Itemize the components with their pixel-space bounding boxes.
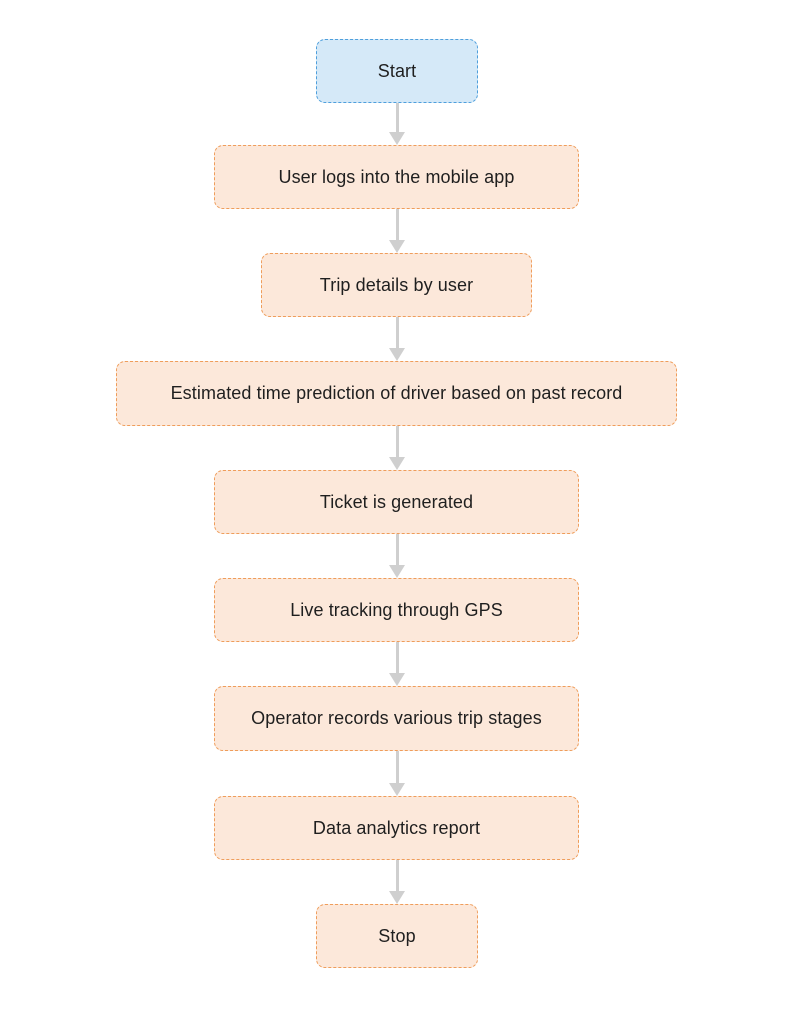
start-node: Start bbox=[316, 39, 478, 103]
analytics-label: Data analytics report bbox=[312, 817, 481, 838]
arrow-start-to-login bbox=[389, 103, 405, 145]
arrow-analytics-to-stop bbox=[389, 860, 405, 904]
arrow-trip-details-to-estimate bbox=[389, 317, 405, 361]
arrow-estimate-to-ticket bbox=[389, 426, 405, 470]
trip-details-node: Trip details by user bbox=[261, 253, 532, 317]
login-label: User logs into the mobile app bbox=[278, 166, 515, 187]
login-node: User logs into the mobile app bbox=[214, 145, 579, 209]
trip-details-label: Trip details by user bbox=[319, 274, 474, 295]
arrow-ticket-to-tracking bbox=[389, 534, 405, 578]
analytics-node: Data analytics report bbox=[214, 796, 579, 860]
arrow-operator-to-analytics bbox=[389, 751, 405, 796]
operator-node: Operator records various trip stages bbox=[214, 686, 579, 751]
arrow-login-to-trip-details bbox=[389, 209, 405, 253]
tracking-node: Live tracking through GPS bbox=[214, 578, 579, 642]
ticket-node: Ticket is generated bbox=[214, 470, 579, 534]
ticket-label: Ticket is generated bbox=[319, 491, 474, 512]
start-label: Start bbox=[377, 60, 417, 81]
estimate-label: Estimated time prediction of driver base… bbox=[170, 383, 623, 403]
tracking-label: Live tracking through GPS bbox=[290, 599, 503, 620]
stop-node: Stop bbox=[316, 904, 478, 968]
operator-label: Operator records various trip stages bbox=[251, 708, 542, 728]
stop-label: Stop bbox=[378, 925, 416, 946]
estimate-node: Estimated time prediction of driver base… bbox=[116, 361, 677, 426]
arrow-tracking-to-operator bbox=[389, 642, 405, 686]
